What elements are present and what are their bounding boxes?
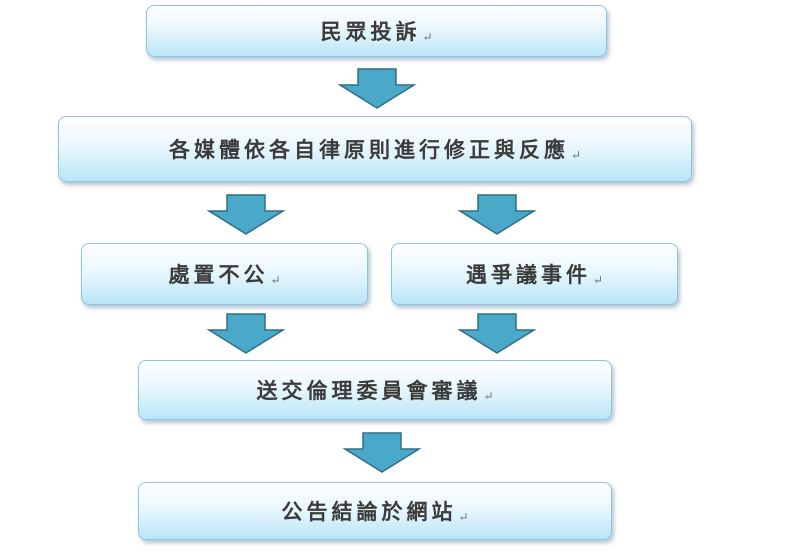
paragraph-mark-icon: ↵ bbox=[458, 510, 469, 524]
node-dispute: 遇爭議事件↵ bbox=[391, 243, 678, 305]
node-label: 送交倫理委員會審議 bbox=[256, 378, 482, 403]
paragraph-mark-icon: ↵ bbox=[592, 273, 604, 287]
paragraph-mark-icon: ↵ bbox=[270, 273, 281, 287]
arrow-ethics-to-publish bbox=[342, 432, 422, 474]
arrow-complaint-to-self-regulation bbox=[337, 68, 417, 110]
node-label: 遇爭議事件 bbox=[465, 262, 591, 287]
node-publish: 公告結論於網站↵ bbox=[138, 482, 612, 540]
node-label: 民眾投訴 bbox=[320, 19, 421, 44]
arrow-self-regulation-to-dispute bbox=[457, 194, 537, 236]
node-ethics: 送交倫理委員會審議↵ bbox=[138, 360, 612, 420]
paragraph-mark-icon: ↵ bbox=[483, 389, 494, 403]
arrow-self-regulation-to-unfair bbox=[206, 194, 286, 236]
node-complaint: 民眾投訴↵ bbox=[146, 5, 607, 57]
arrow-unfair-to-ethics bbox=[206, 313, 286, 355]
paragraph-mark-icon: ↵ bbox=[422, 30, 433, 44]
paragraph-mark-icon: ↵ bbox=[570, 148, 582, 162]
node-self-regulation: 各媒體依各自律原則進行修正與反應↵ bbox=[58, 116, 692, 182]
node-label: 處置不公 bbox=[168, 262, 269, 287]
arrow-dispute-to-ethics bbox=[457, 313, 537, 355]
node-label: 各媒體依各自律原則進行修正與反應 bbox=[168, 137, 569, 162]
node-unfair: 處置不公↵ bbox=[81, 243, 368, 305]
node-label: 公告結論於網站 bbox=[281, 499, 457, 524]
